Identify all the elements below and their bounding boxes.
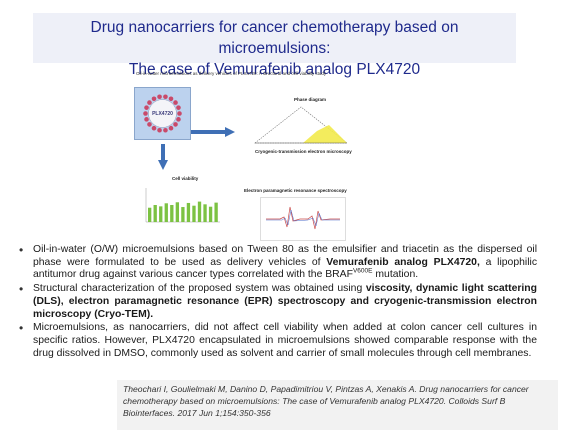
bullet-2-text-a: Structural characterization of the propo… xyxy=(33,283,366,295)
bullet-1-bold: Vemurafenib analog PLX4720, xyxy=(326,256,480,268)
right-arrow-icon xyxy=(191,127,235,137)
surfactant-head xyxy=(144,105,149,110)
slide-title: Drug nanocarriers for cancer chemotherap… xyxy=(33,13,516,78)
surfactant-head xyxy=(176,117,181,122)
surfactant-head xyxy=(163,94,168,100)
viability-bar xyxy=(192,205,196,222)
bullet-item-3: Microemulsions, as nanocarriers, did not… xyxy=(17,322,537,360)
surfactant-head xyxy=(151,125,157,131)
viability-bar xyxy=(197,201,202,222)
bullet-1-superscript: V600E xyxy=(352,267,373,275)
bullet-1-text-c: mutation. xyxy=(372,269,419,281)
cell-viability-label: Cell viability xyxy=(172,176,199,181)
viability-bar xyxy=(214,202,218,222)
surfactant-head xyxy=(157,127,162,133)
surfactant-head xyxy=(163,127,168,133)
surfactant-head xyxy=(144,117,149,122)
surfactant-head xyxy=(157,94,162,100)
surfactant-head xyxy=(168,96,174,102)
phase-diagram-label: Phase diagram xyxy=(294,97,327,102)
micelle-illustration: PLX4720 xyxy=(134,87,191,140)
epr-label: Electron paramagnetic resonance spectros… xyxy=(244,188,347,193)
bullet-item-1: Oil-in-water (O/W) microemulsions based … xyxy=(17,244,537,282)
viability-bar xyxy=(159,206,163,222)
bullet-list: Oil-in-water (O/W) microemulsions based … xyxy=(17,244,537,361)
surfactant-head xyxy=(176,105,181,110)
viability-bar xyxy=(186,202,191,222)
bullet-3-text: Microemulsions, as nanocarriers, did not… xyxy=(33,322,537,359)
surfactant-head xyxy=(151,96,157,102)
surfactant-head xyxy=(173,100,178,105)
surfactant-head xyxy=(177,111,182,116)
viability-bar xyxy=(175,202,180,222)
cryo-tem-image xyxy=(268,155,352,185)
viability-bar xyxy=(181,207,185,222)
phase-diagram-chart xyxy=(254,106,348,144)
citation-box: Theochari I, Goulielmaki M, Danino D, Pa… xyxy=(117,380,558,430)
figure-caption: Oil-in-water microemulsions as delivery … xyxy=(136,71,327,76)
micelle-center-label: PLX4720 xyxy=(152,111,173,117)
title-line-2: The case of Vemurafenib analog PLX4720 xyxy=(128,61,421,78)
surfactant-head xyxy=(168,125,174,131)
viability-bar xyxy=(164,203,168,222)
title-line-1: Drug nanocarriers for cancer chemotherap… xyxy=(90,19,459,57)
viability-bar xyxy=(208,206,213,222)
viability-bar xyxy=(203,204,207,222)
bullet-1-text-b: a lipophilic antitumor drug against vari… xyxy=(33,256,538,281)
bullet-item-2: Structural characterization of the propo… xyxy=(17,283,537,321)
bullet-1-text-a: Oil-in-water (O/W) microemulsions based … xyxy=(33,244,537,268)
epr-spectrum xyxy=(260,197,346,241)
surfactant-head xyxy=(173,122,178,127)
viability-bar xyxy=(153,205,157,222)
cell-viability-chart xyxy=(145,188,220,223)
bullet-2-bold: viscosity, dynamic light scattering (DLS… xyxy=(33,283,538,320)
graphical-abstract: Oil-in-water microemulsions as delivery … xyxy=(118,71,438,241)
surfactant-head xyxy=(143,111,148,116)
cryo-tem-label: Cryogenic-transmission electron microsco… xyxy=(255,149,352,154)
down-arrow-icon xyxy=(158,144,168,170)
surfactant-head xyxy=(147,122,152,127)
viability-bar xyxy=(148,207,152,222)
viability-bar xyxy=(170,205,174,222)
micelle-drawing: PLX4720 xyxy=(143,94,182,133)
surfactant-head xyxy=(147,100,152,105)
